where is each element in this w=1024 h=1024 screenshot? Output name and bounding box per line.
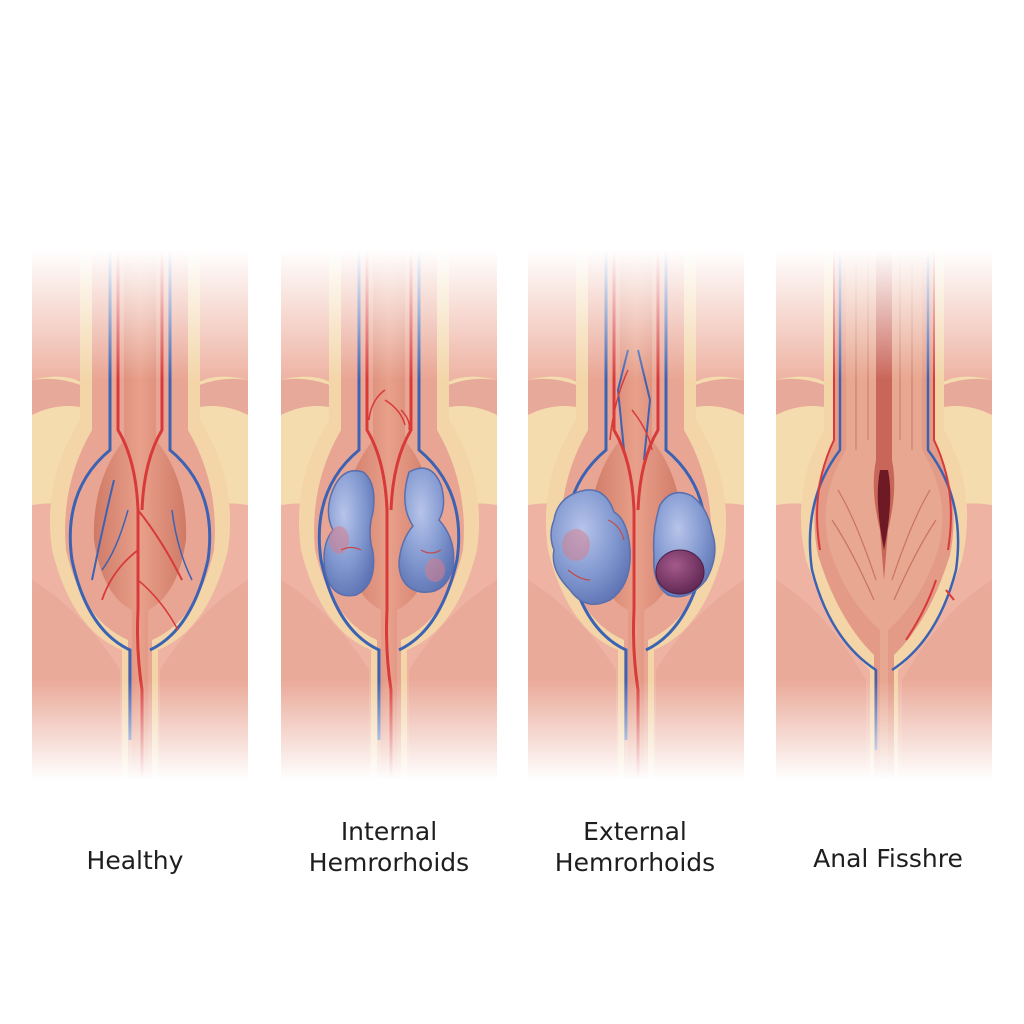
caption-external-hemorrhoids: External Hemrorhoids bbox=[554, 817, 716, 877]
external-hemorrhoid-left bbox=[550, 489, 631, 605]
panel-anal-fissure bbox=[776, 250, 992, 780]
panel-external-hemorrhoids bbox=[528, 250, 744, 780]
internal-hemorrhoids-illustration bbox=[281, 250, 497, 780]
anal-fissure-illustration bbox=[776, 250, 992, 780]
caption-anal-fissure: Anal Fisshre bbox=[813, 844, 963, 873]
external-hemorrhoids-illustration bbox=[528, 250, 744, 780]
panel-healthy bbox=[32, 250, 248, 780]
thrombosed-clot bbox=[655, 549, 705, 595]
fissure-tear bbox=[877, 470, 891, 550]
caption-internal-hemorrhoids: Internal Hemrorhoids bbox=[308, 817, 470, 877]
panel-internal-hemorrhoids bbox=[281, 250, 497, 780]
caption-healthy: Healthy bbox=[86, 846, 184, 875]
healthy-illustration bbox=[32, 250, 248, 780]
